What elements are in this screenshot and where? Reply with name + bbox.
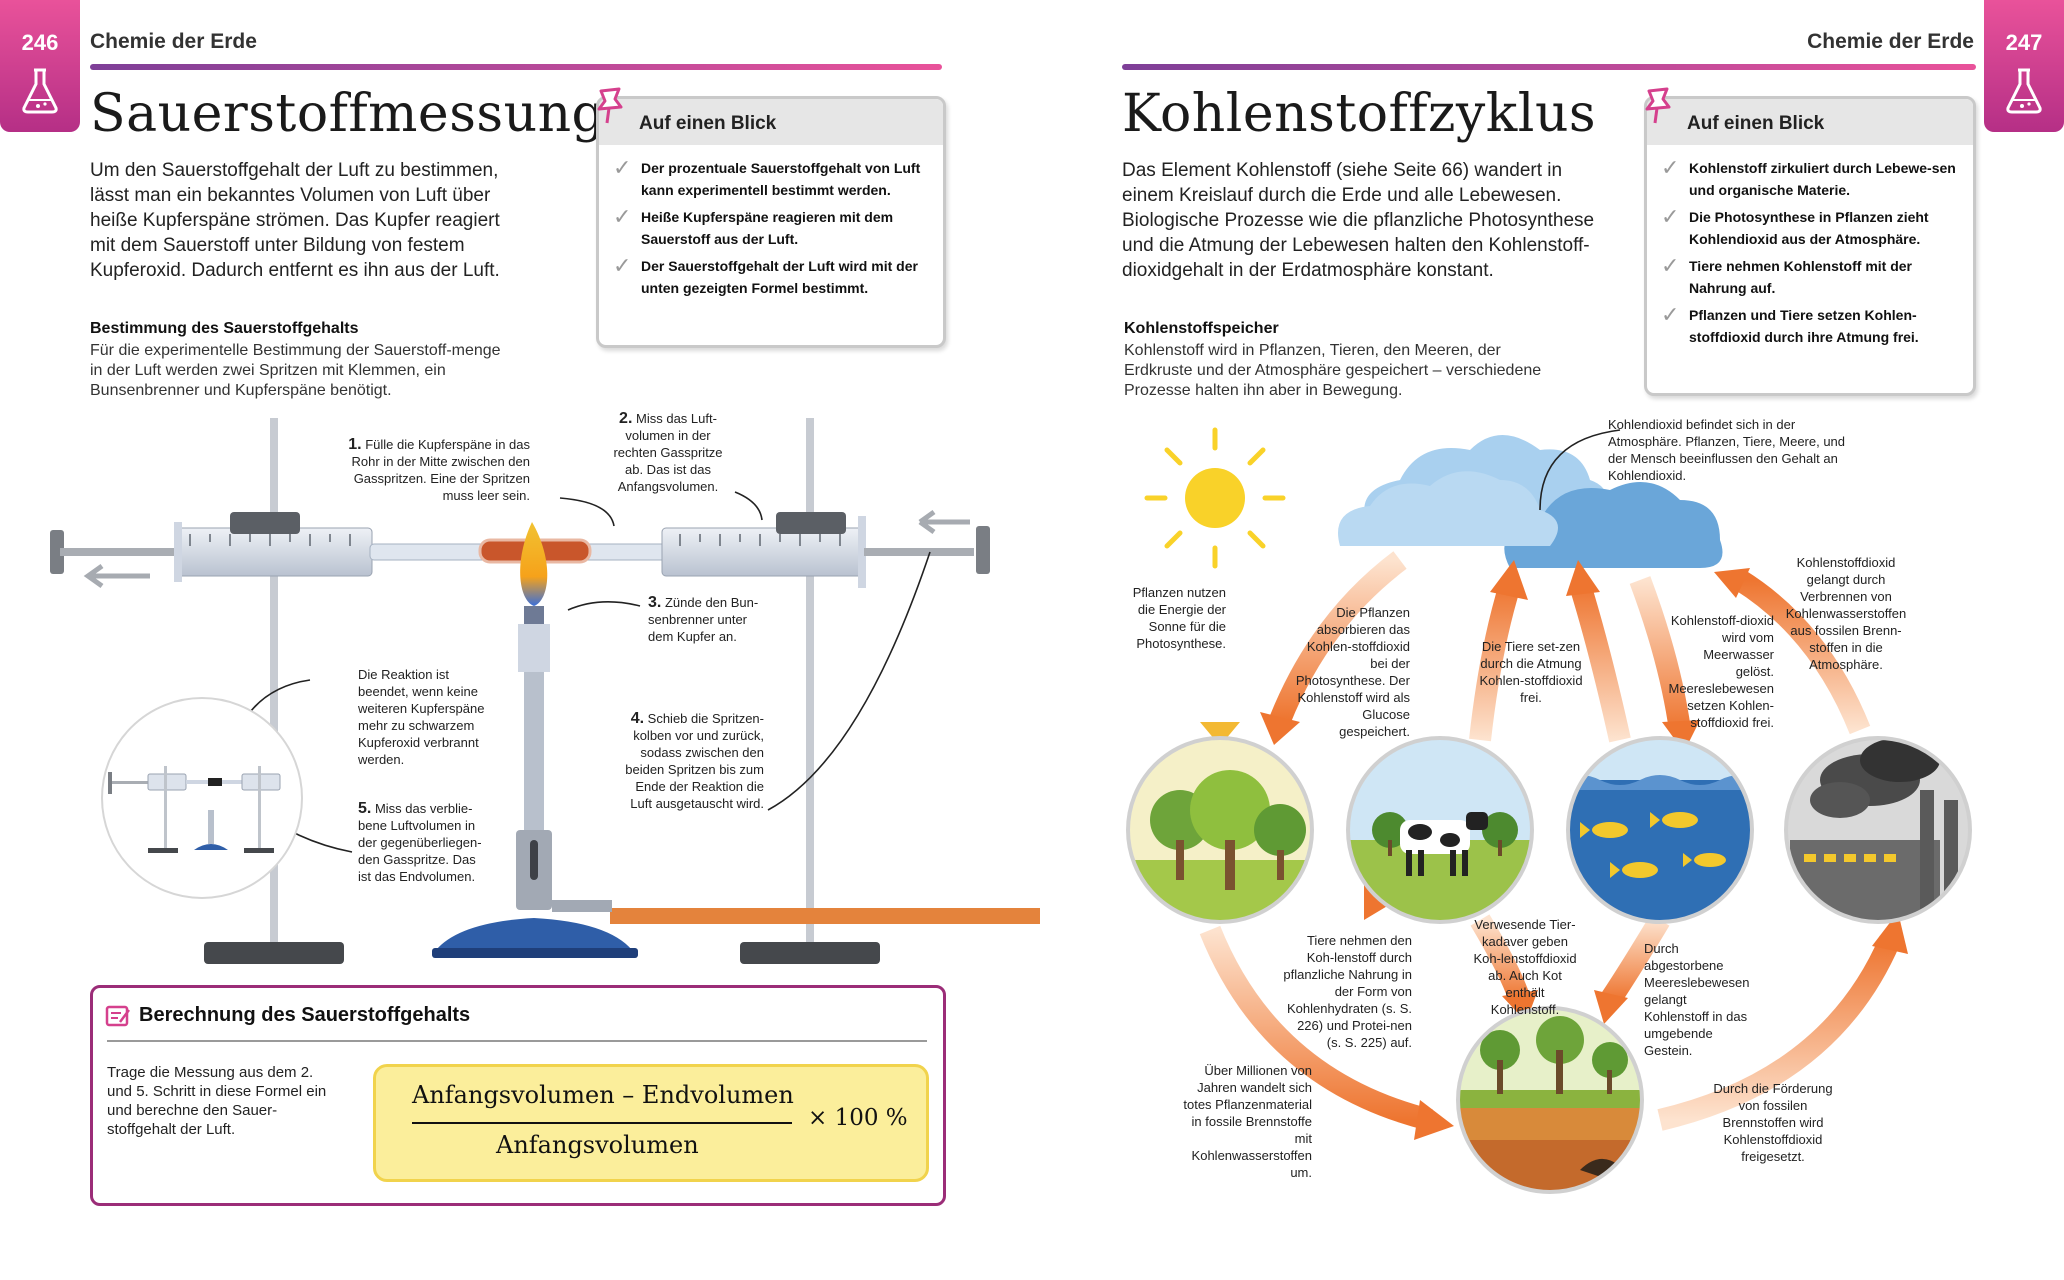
step-5: 5. Miss das verblie-bene Luftvolumen in … — [358, 800, 482, 884]
caption-extraction: Durch die Förderung von fossilen Brennst… — [1713, 1081, 1833, 1164]
glance-item: ✓Die Photosynthese in Pflanzen zieht Koh… — [1661, 204, 1929, 248]
page-number: 247 — [2005, 30, 2043, 55]
check-icon: ✓ — [1661, 253, 1680, 278]
formula-denominator: Anfangsvolumen — [496, 1131, 699, 1159]
fraction-bar — [412, 1122, 792, 1124]
subheading: Kohlenstoffspeicher — [1124, 320, 1279, 337]
glance-item: ✓Heiße Kupferspäne reagieren mit dem Sau… — [613, 204, 894, 248]
page-number: 246 — [21, 30, 59, 55]
page-title: Sauerstoffmessung — [90, 84, 606, 144]
page-tab-left: 246 — [0, 0, 80, 132]
intro-text: Um den Sauerstoffgehalt der Luft zu best… — [90, 160, 500, 281]
glance-box: Auf einen Blick ✓Kohlenstoff zirkuliert … — [1644, 87, 1976, 396]
check-icon: ✓ — [613, 253, 632, 278]
page-tab-right: 247 — [1984, 0, 2064, 132]
carbon-cycle-illustration — [1126, 427, 1972, 1194]
caption-fossil: Über Millionen von Jahren wandelt sich t… — [1183, 1063, 1312, 1180]
glance-box: Auf einen Blick ✓Der prozentuale Sauerst… — [596, 87, 946, 348]
flask-icon — [22, 68, 58, 114]
trees-scene — [1128, 738, 1312, 922]
glance-title: Auf einen Blick — [639, 113, 777, 134]
caption-decay: Verwesende Tier-kadaver geben Koh-lensto… — [1473, 917, 1577, 1017]
apparatus-illustration — [50, 418, 1040, 964]
intro-text: Das Element Kohlenstoff (siehe Seite 66)… — [1122, 160, 1595, 281]
glance-item: ✓Pflanzen und Tiere setzen Kohlen-stoffd… — [1661, 302, 1919, 346]
running-head: Chemie der Erde — [90, 30, 257, 53]
caption-burning: Kohlenstoffdioxid gelangt durch Verbrenn… — [1785, 555, 1907, 672]
step-4: 4. Schieb die Spritzen-kolben vor und zu… — [625, 710, 764, 811]
formula-numerator: Anfangsvolumen – Endvolumen — [412, 1081, 794, 1109]
sea-scene — [1568, 738, 1752, 922]
calculation-box: Berechnung des Sauerstoffgehalts Trage d… — [90, 985, 946, 1206]
glance-header: Auf einen Blick — [1645, 87, 1973, 145]
glance-title: Auf einen Blick — [1687, 113, 1825, 134]
cloud-icon — [1338, 435, 1723, 568]
glance-header: Auf einen Blick — [597, 87, 943, 145]
caption-dead-sea: Durch abgestorbene Meereslebewesen gelan… — [1644, 941, 1750, 1058]
check-icon: ✓ — [1661, 204, 1680, 229]
caption-food: Tiere nehmen den Koh-lenstoff durch pfla… — [1283, 933, 1412, 1050]
step-3: 3. Zünde den Bun-senbrenner unter dem Ku… — [648, 594, 759, 644]
page-title: Kohlenstoffzyklus — [1122, 84, 1597, 144]
check-icon: ✓ — [613, 155, 632, 180]
step-1: 1. Fülle die Kupferspäne in das Rohr in … — [348, 436, 530, 503]
caption-sea: Kohlenstoff-dioxid wird vom Meerwasser g… — [1668, 613, 1774, 730]
pin-icon — [1645, 87, 1671, 124]
calc-description: Trage die Messung aus dem 2. und 5. Schr… — [107, 1064, 327, 1138]
check-icon: ✓ — [1661, 155, 1680, 180]
factory-scene — [1786, 738, 1970, 922]
calc-divider — [107, 1040, 927, 1042]
subheading-text: Für die experimentelle Bestimmung der Sa… — [90, 342, 501, 399]
caption-sun: Pflanzen nutzen die Energie der Sonne fü… — [1132, 585, 1226, 651]
glance-item: ✓Der Sauerstoffgehalt der Luft wird mit … — [613, 253, 918, 297]
subheading-text: Kohlenstoff wird in Pflanzen, Tieren, de… — [1124, 342, 1542, 399]
pin-icon — [597, 87, 623, 124]
flask-icon — [2006, 68, 2042, 114]
sun-icon — [1144, 427, 1286, 569]
reaction-note: Die Reaktion ist beendet, wenn keine wei… — [358, 667, 485, 767]
glance-item: ✓Tiere nehmen Kohlenstoff mit der Nahrun… — [1661, 253, 1912, 297]
check-icon: ✓ — [1661, 302, 1680, 327]
header-rule — [1122, 64, 1976, 70]
calc-title: Berechnung des Sauerstoffgehalts — [139, 1004, 471, 1026]
step-2: 2. Miss das Luft-volumen in der rechten … — [613, 410, 723, 494]
glance-item: ✓Kohlenstoff zirkuliert durch Lebewe-sen… — [1661, 155, 1956, 199]
formula-box: Anfangsvolumen – Endvolumen Anfangsvolum… — [373, 1064, 929, 1182]
calculator-note-icon — [105, 1005, 130, 1027]
formula-multiplier: × 100 % — [808, 1105, 908, 1131]
subheading: Bestimmung des Sauerstoffgehalts — [90, 320, 359, 337]
caption-atmosphere: Kohlendioxid befindet sich in der Atmosp… — [1608, 417, 1846, 483]
running-head: Chemie der Erde — [1807, 30, 1974, 53]
glance-item: ✓Der prozentuale Sauerstoffgehalt von Lu… — [613, 155, 921, 199]
underground-scene — [1458, 1008, 1642, 1192]
caption-animals-breathe: Die Tiere set-zen durch die Atmung Kohle… — [1479, 639, 1583, 705]
check-icon: ✓ — [613, 204, 632, 229]
caption-absorb: Die Pflanzen absorbieren das Kohlen-stof… — [1295, 605, 1410, 739]
header-rule — [90, 64, 942, 70]
